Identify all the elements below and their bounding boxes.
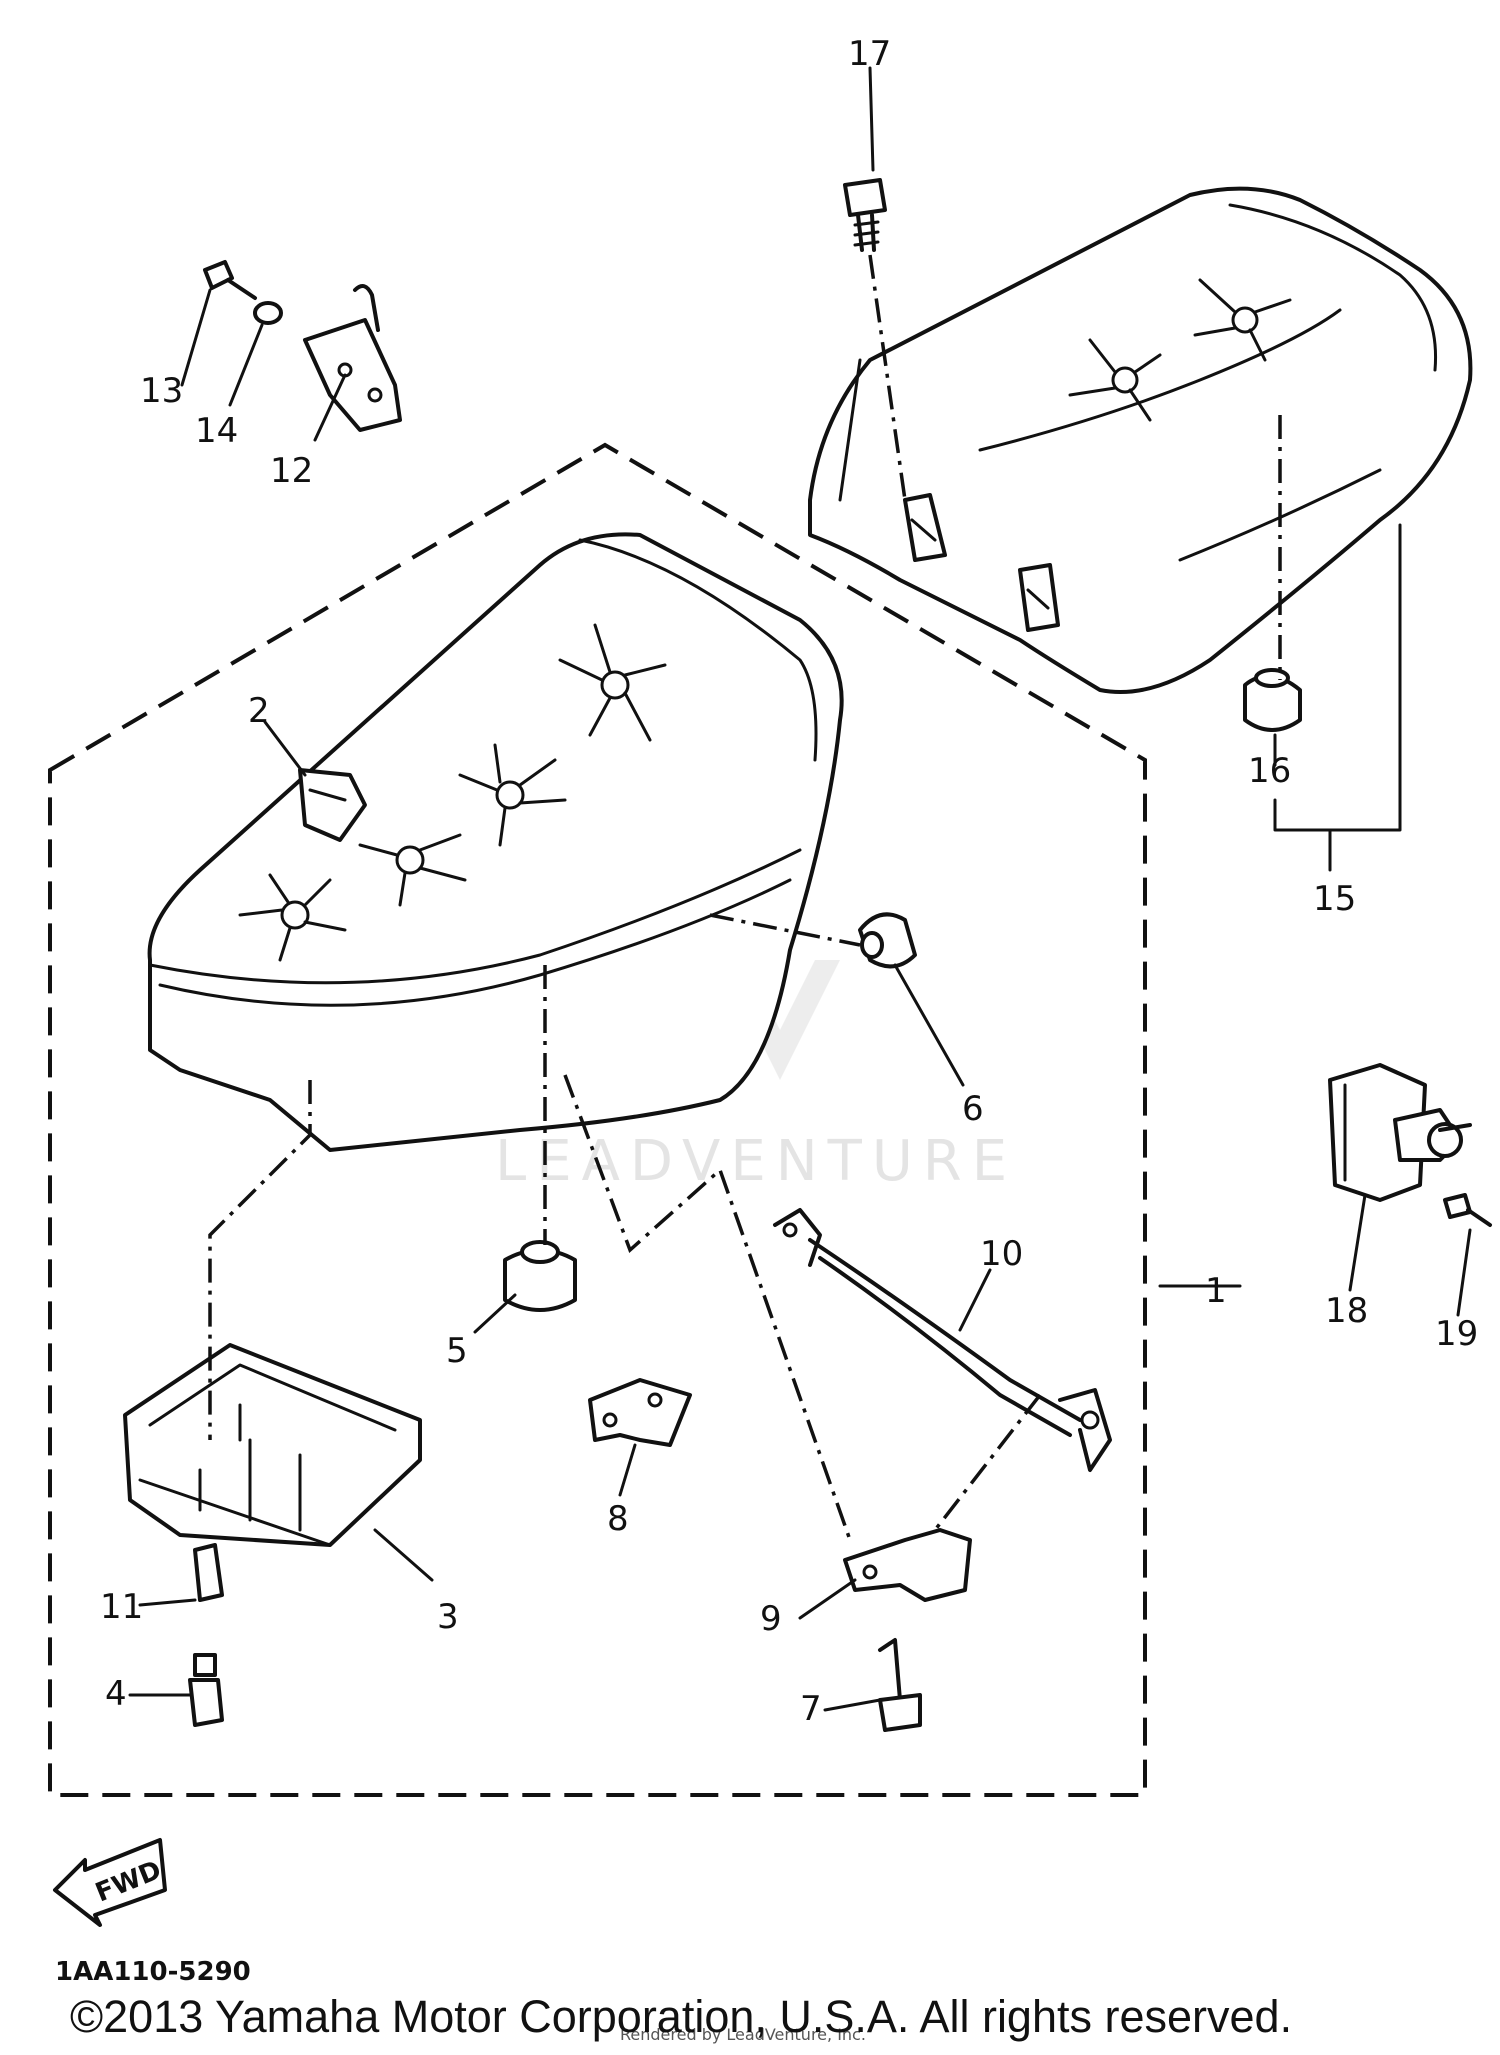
part-6-damper [858, 912, 917, 969]
callout-17: 17 [848, 34, 891, 74]
watermark-text: LEADVENTURE [495, 1129, 1017, 1194]
part-5-damper [503, 1240, 577, 1312]
part-19-screw [1443, 1193, 1492, 1227]
part-17-bolt [843, 178, 887, 252]
part-18-lock [1328, 1063, 1472, 1202]
callout-14: 14 [195, 411, 238, 451]
diagram-code: 1AA110-5290 [55, 1957, 251, 1987]
rendered-by: Rendered by LeadVenture, Inc. [620, 2025, 866, 2044]
part-10-stay [773, 1208, 1112, 1472]
callout-8: 8 [607, 1499, 629, 1539]
part-11-grommet [193, 1543, 224, 1602]
assembly-boundary [48, 442, 1147, 1797]
callout-3: 3 [437, 1597, 459, 1637]
callout-18: 18 [1325, 1291, 1368, 1331]
part-4-bolt [188, 1653, 224, 1727]
callout-2: 2 [248, 691, 270, 731]
part-3-tray [123, 1343, 422, 1547]
part-9-bracket [843, 1528, 972, 1602]
fwd-arrow: FWD [53, 1838, 167, 1927]
part-7-screw [878, 1638, 922, 1732]
part-8-clip [588, 1378, 692, 1447]
leader-lines [128, 66, 1472, 1712]
callout-15: 15 [1313, 879, 1356, 919]
callout-19: 19 [1435, 1314, 1478, 1354]
callout-10: 10 [980, 1234, 1023, 1274]
copyright-text: ©2013 Yamaha Motor Corporation, U.S.A. A… [70, 1991, 1292, 2042]
part-14-washer [253, 301, 283, 325]
callout-7: 7 [800, 1689, 822, 1729]
part-12-hinge [303, 284, 402, 432]
callout-6: 6 [962, 1089, 984, 1129]
callout-16: 16 [1248, 751, 1291, 791]
callout-11: 11 [100, 1587, 143, 1627]
callout-12: 12 [270, 451, 313, 491]
callout-4: 4 [105, 1674, 127, 1714]
callout-5: 5 [446, 1331, 468, 1371]
part-13-screw [203, 260, 257, 300]
main-seat [147, 532, 844, 1152]
callout-9: 9 [760, 1599, 782, 1639]
alignment-lines [208, 254, 1282, 1541]
part-16-damper [1243, 668, 1302, 732]
callout-13: 13 [140, 371, 183, 411]
callout-1: 1 [1205, 1271, 1227, 1311]
rear-seat [808, 186, 1473, 694]
